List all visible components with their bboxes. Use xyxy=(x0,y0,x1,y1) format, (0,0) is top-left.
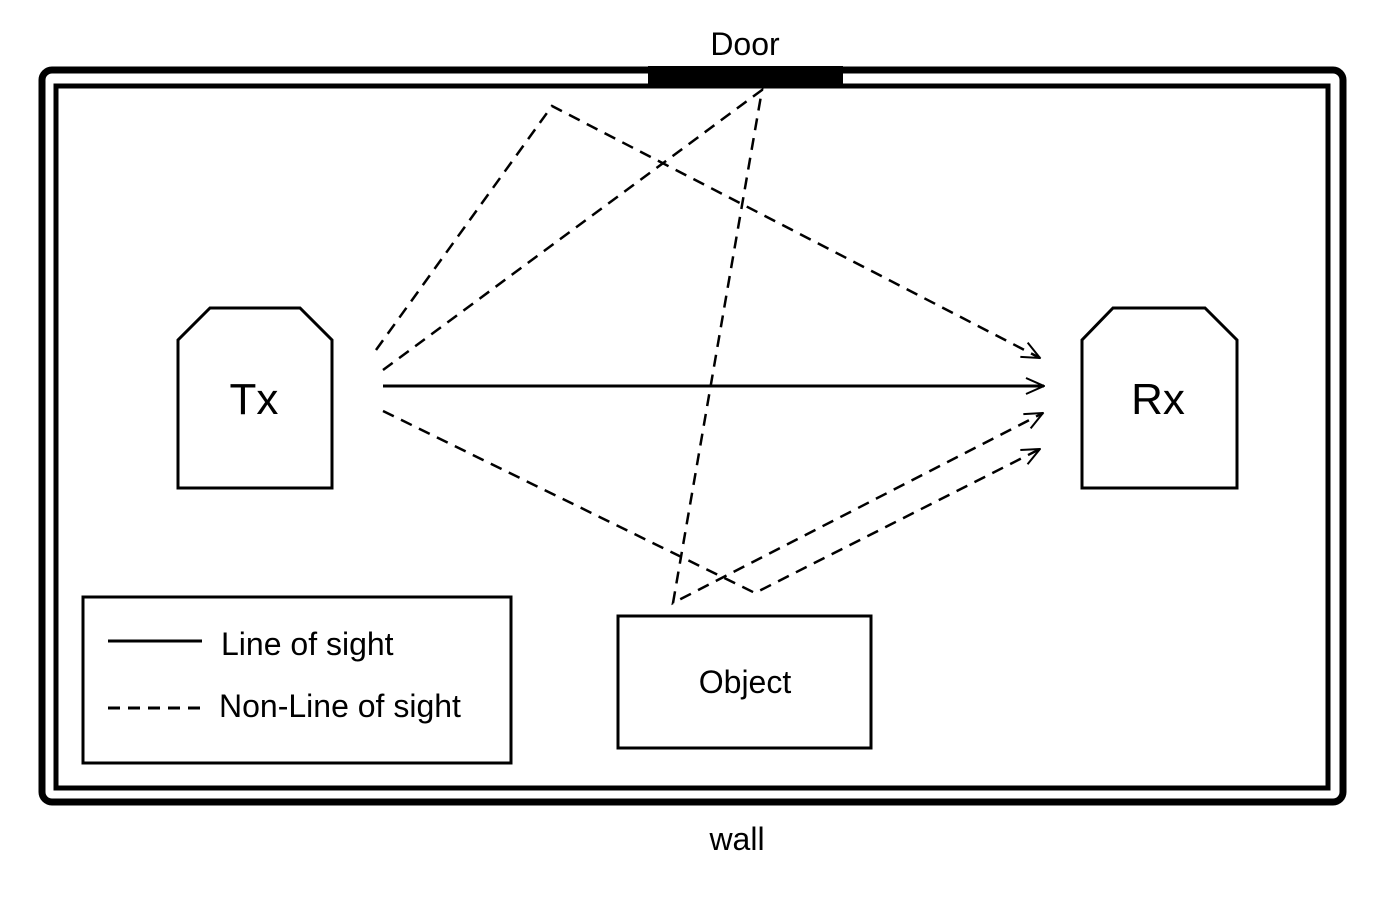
legend-box xyxy=(81,595,513,765)
door-label: Door xyxy=(710,26,780,62)
nlos-path-wall-reflection xyxy=(374,104,1040,358)
door xyxy=(648,66,843,88)
legend-nlos-label: Non-Line of sight xyxy=(219,688,461,724)
object-obstacle: Object xyxy=(616,614,873,750)
rx-device: Rx xyxy=(1080,306,1239,490)
rx-device-shape xyxy=(1080,306,1239,490)
tx-label: Tx xyxy=(230,375,279,424)
object-box xyxy=(616,614,873,750)
tx-device: Tx xyxy=(176,306,334,490)
nlos-paths xyxy=(374,87,1043,606)
wall-label: wall xyxy=(708,821,764,857)
object-label: Object xyxy=(699,664,792,700)
legend-los-label: Line of sight xyxy=(221,626,394,662)
rx-label: Rx xyxy=(1131,375,1185,424)
nlos-path-door-object-reflection xyxy=(382,87,1043,606)
legend: Line of sight Non-Line of sight xyxy=(81,595,513,765)
tx-device-shape xyxy=(176,306,334,490)
nlos-path-floor-reflection xyxy=(382,409,1040,595)
